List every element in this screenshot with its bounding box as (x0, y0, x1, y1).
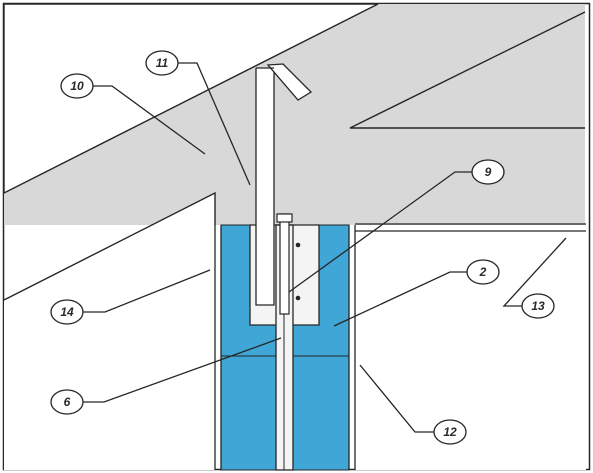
bolt-dot-upper (295, 242, 301, 248)
callout-label-9: 9 (485, 165, 492, 179)
vertical-rod (255, 68, 275, 306)
callout-14: 14 (50, 299, 84, 325)
callout-2: 2 (466, 259, 500, 285)
leader-14 (83, 269, 211, 313)
upper-left-white-area (3, 3, 379, 195)
callout-12: 12 (433, 419, 467, 445)
callouts: 10 11 9 2 13 14 6 12 (50, 50, 555, 445)
callout-label-14: 14 (60, 305, 74, 319)
leader-12 (359, 364, 434, 433)
leader-lines (83, 62, 567, 433)
leader-10 (93, 85, 206, 155)
callout-label-13: 13 (531, 299, 545, 313)
leader-6 (83, 337, 282, 403)
right-notch-outline (349, 11, 586, 129)
callout-6: 6 (50, 389, 84, 415)
right-white-notch (350, 4, 585, 128)
leader-13 (502, 237, 567, 307)
callout-label-2: 2 (479, 265, 487, 279)
callout-label-12: 12 (443, 425, 457, 439)
bolt-dot-lower (295, 295, 301, 301)
callout-label-10: 10 (70, 79, 84, 93)
rod-bent-end (266, 63, 313, 101)
leader-9 (288, 171, 472, 293)
callout-11: 11 (145, 50, 179, 76)
leader-11 (178, 62, 251, 186)
callout-13: 13 (521, 293, 555, 319)
lower-left-slab-edge (3, 191, 216, 301)
callout-9: 9 (471, 159, 505, 185)
threaded-bolt (279, 213, 290, 315)
bolt-head (276, 213, 293, 223)
callout-label-11: 11 (156, 56, 169, 70)
callout-10: 10 (60, 73, 94, 99)
callout-label-6: 6 (64, 395, 71, 409)
leader-2 (333, 271, 467, 327)
